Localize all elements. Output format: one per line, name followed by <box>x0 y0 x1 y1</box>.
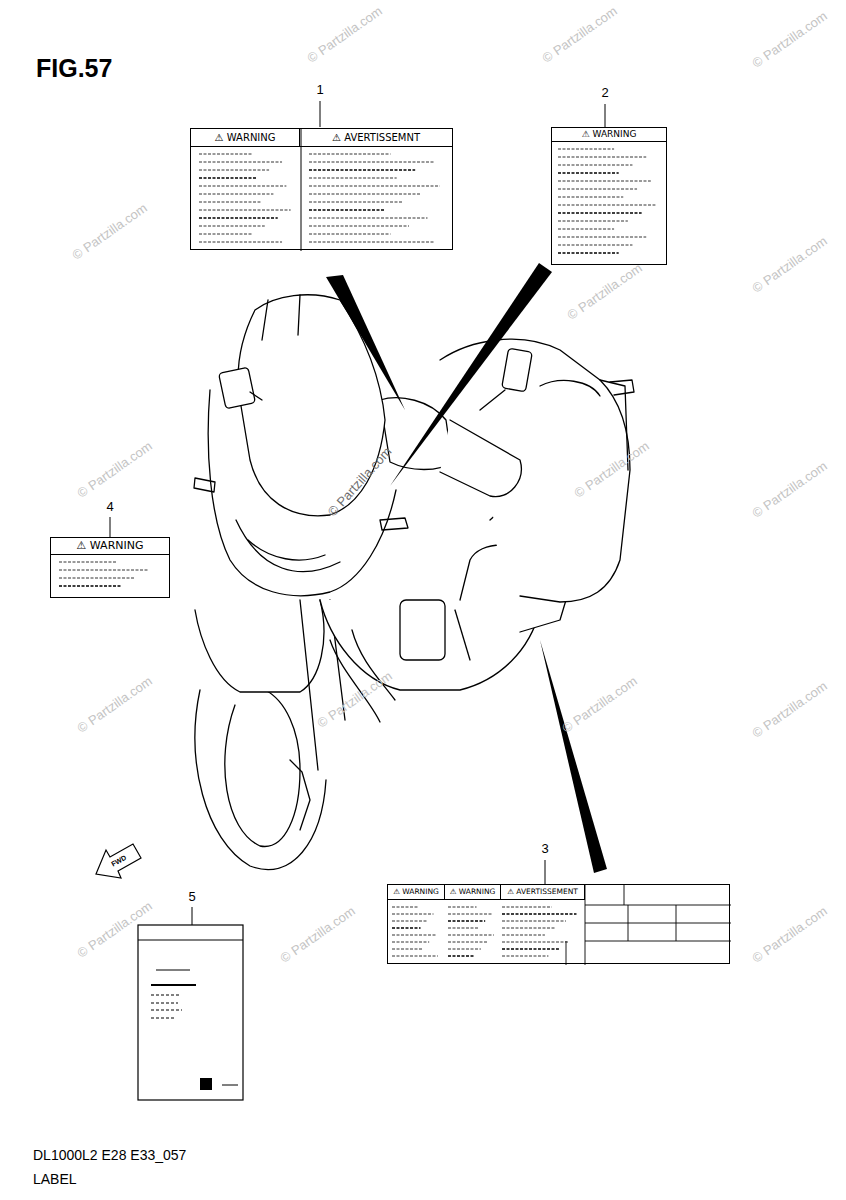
callout-number: 5 <box>188 890 195 904</box>
callout-number: 3 <box>541 842 548 856</box>
watermark: © Partzilla.com <box>70 201 150 263</box>
label-body-lines <box>552 128 668 266</box>
watermark: © Partzilla.com <box>750 904 830 966</box>
forward-arrow <box>96 844 141 878</box>
label-body-lines <box>191 129 454 251</box>
watermark: © Partzilla.com <box>750 459 830 521</box>
callout-number: 2 <box>601 86 608 100</box>
callout-number: 1 <box>316 83 323 97</box>
watermark: © Partzilla.com <box>305 4 385 66</box>
warning-heading: ⚠ AVERTISSEMNT <box>332 132 420 143</box>
watermark: © Partzilla.com <box>75 439 155 501</box>
warning-heading: ⚠ WARNING <box>215 132 276 143</box>
warning-heading: ⚠ WARNING <box>393 888 439 896</box>
warning-heading: ⚠ WARNING <box>76 540 143 552</box>
figure-title: FIG.57 <box>36 54 112 83</box>
manual-label <box>138 925 243 1100</box>
watermark: © Partzilla.com <box>750 234 830 296</box>
watermark: © Partzilla.com <box>565 261 645 323</box>
label-body-lines <box>388 885 731 965</box>
drawing-caption: LABEL <box>33 1172 77 1187</box>
watermark: © Partzilla.com <box>75 674 155 736</box>
warning-heading: ⚠ WARNING <box>450 888 496 896</box>
warning-heading: ⚠ AVERTISSEMENT <box>507 888 578 896</box>
callout-number: 4 <box>106 500 113 514</box>
warning-label: ⚠ WARNING ⚠ AVERTISSEMNT <box>190 128 453 250</box>
watermark: © Partzilla.com <box>750 9 830 71</box>
warning-label: ⚠ WARNING ⚠ WARNING ⚠ AVERTISSEMENT <box>387 884 730 964</box>
warning-label: ⚠ WARNING <box>50 537 170 598</box>
drawing-code: DL1000L2 E28 E33_057 <box>33 1148 186 1163</box>
warning-label: ⚠ WARNING <box>551 127 667 265</box>
watermark: © Partzilla.com <box>315 669 395 731</box>
watermark: © Partzilla.com <box>540 4 620 66</box>
watermark: © Partzilla.com <box>750 679 830 741</box>
warning-heading: ⚠ WARNING <box>582 130 637 140</box>
watermark: © Partzilla.com <box>560 674 640 736</box>
watermark: © Partzilla.com <box>278 904 358 966</box>
